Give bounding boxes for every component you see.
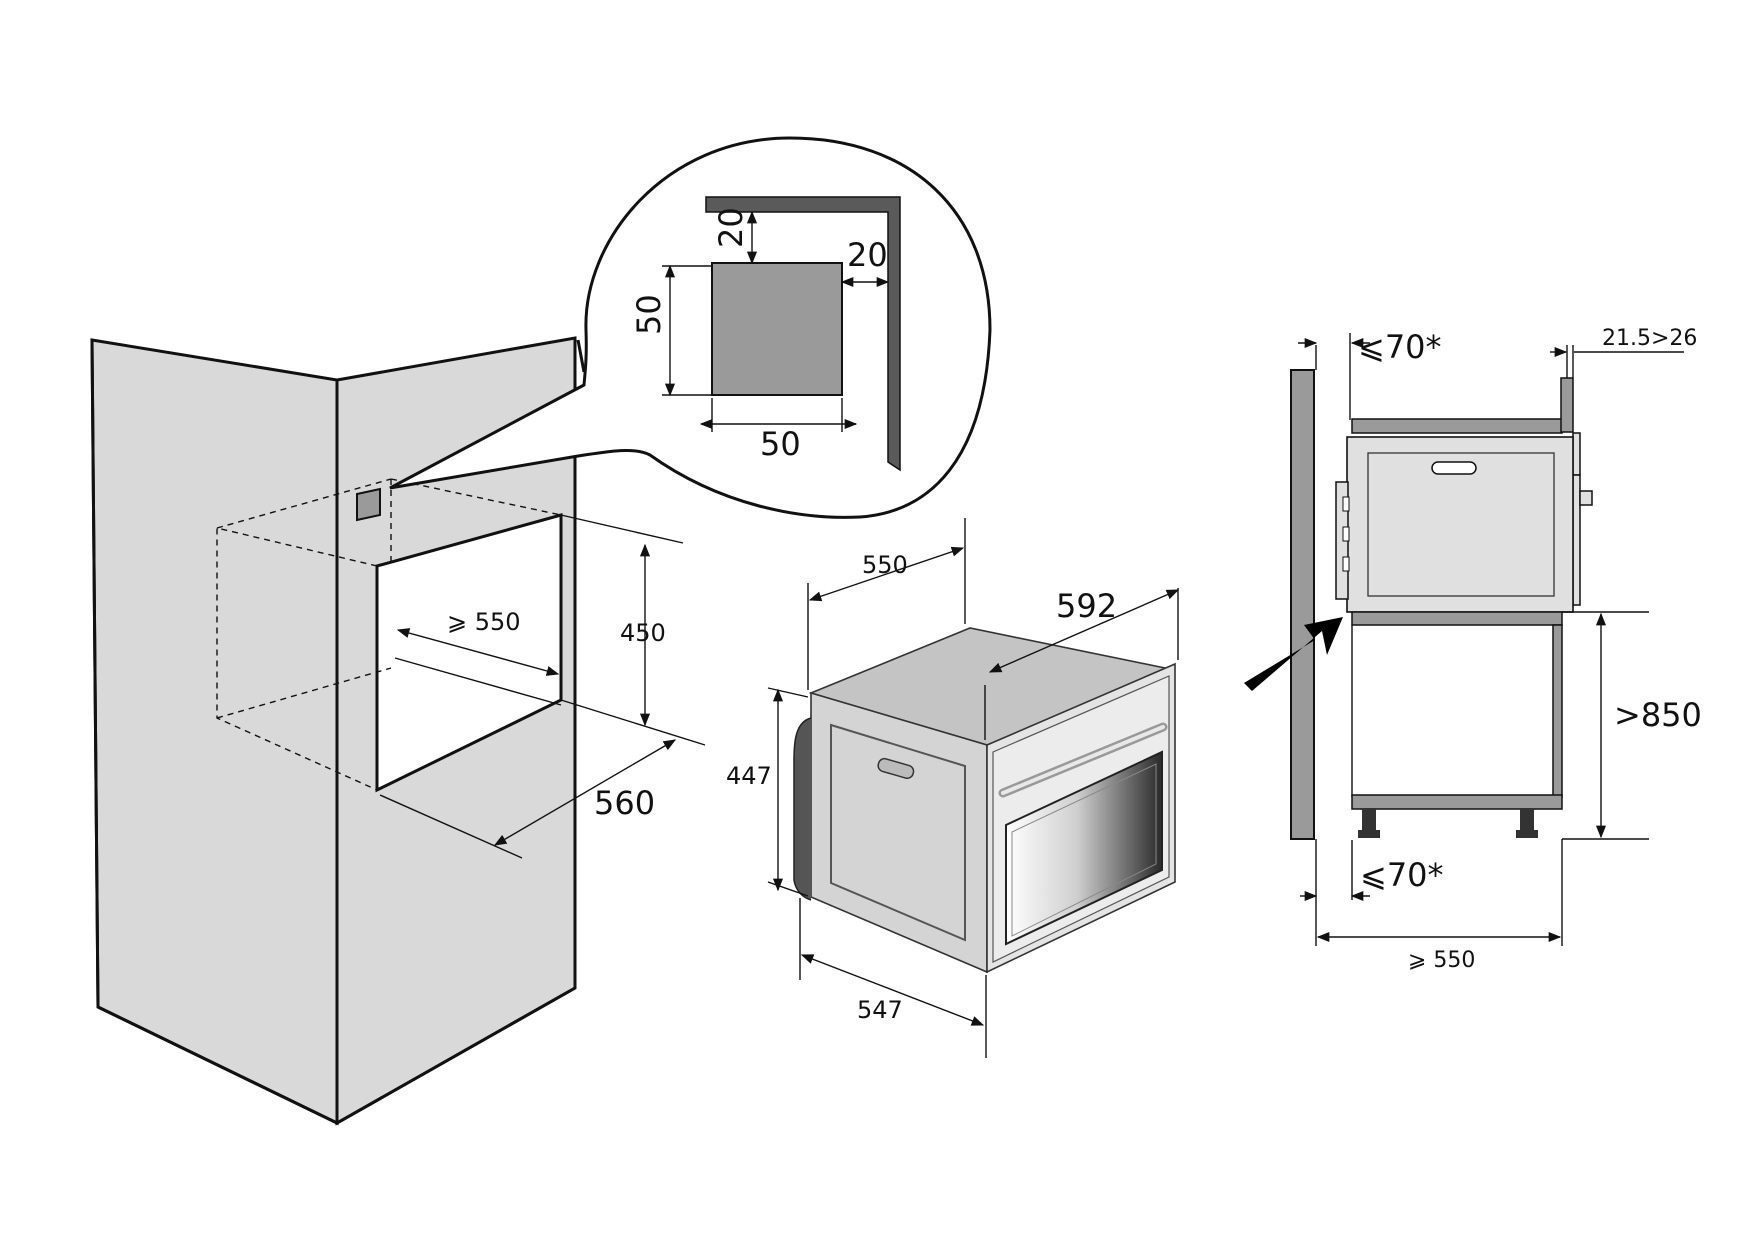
- niche-height-label: 450: [620, 619, 666, 647]
- support-shelf: [1351, 611, 1563, 626]
- top-shelf: [1351, 418, 1563, 434]
- bottom-gap-label: ⩽70*: [1360, 856, 1444, 894]
- niche-depth-label: ⩾ 550: [447, 608, 521, 636]
- floor-height-label: >850: [1614, 696, 1702, 734]
- oven-width-label: 592: [1056, 587, 1117, 625]
- oven-depth-label: 550: [862, 551, 908, 579]
- vent-width-label: 50: [760, 425, 801, 463]
- vent-square: [711, 262, 843, 396]
- floor-plinth: [1351, 794, 1563, 810]
- niche-width-label: 560: [594, 784, 655, 822]
- cabinet-left-panel: [90, 338, 339, 1126]
- vent-marker: [356, 487, 381, 522]
- panel-range-label: 21.5>26: [1602, 326, 1697, 351]
- oven-drawing: 550 592 447 547: [726, 518, 1180, 1058]
- back-wall: [1290, 369, 1315, 840]
- cabinet-drawing: ⩾ 550 450 560: [90, 336, 706, 1126]
- top-gap-label: ⩽70*: [1358, 328, 1442, 366]
- vent-height-label: 50: [630, 294, 668, 335]
- oven-height-label: 447: [726, 762, 772, 790]
- vent-zoom-callout: 20 20 50 50: [389, 136, 992, 519]
- trim-profile: [705, 196, 901, 472]
- airflow-arrow: [1244, 617, 1343, 691]
- oven-body-width-label: 547: [857, 996, 903, 1024]
- vent-side-label: 20: [847, 236, 888, 274]
- side-depth-label: ⩾ 550: [1408, 948, 1475, 973]
- vent-depth-label: 20: [712, 207, 750, 248]
- oven-window: [1005, 750, 1163, 946]
- side-section-drawing: ⩽70* 21.5>26 >850 ⩽70* ⩾ 550: [1244, 326, 1702, 973]
